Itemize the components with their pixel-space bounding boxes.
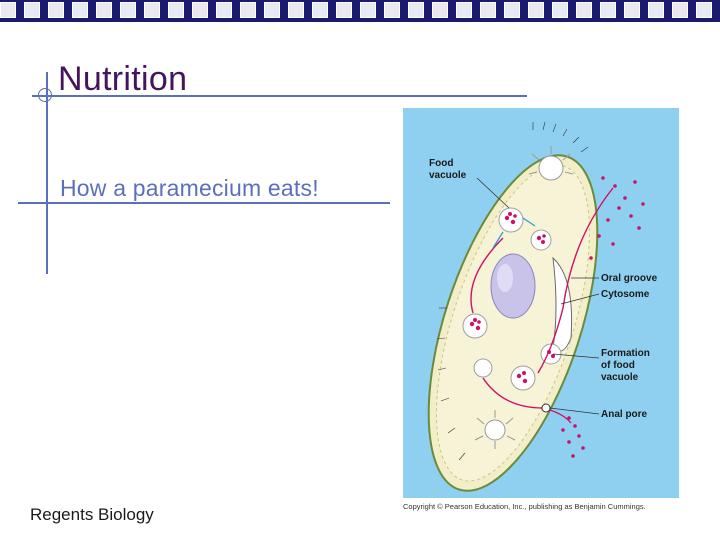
- paramecium-illustration: [427, 121, 645, 492]
- header-square-row: [0, 2, 720, 20]
- slide-footer: Regents Biology: [30, 505, 154, 524]
- label-formation-of-food-vacuole: Formation of food vacuole: [601, 348, 650, 383]
- slide-subtitle: How a paramecium eats!: [60, 175, 319, 201]
- paramecium-diagram: Food vacuole Oral groove Cytosome Format…: [403, 108, 679, 498]
- crosshair-icon: [38, 88, 52, 102]
- subtitle-underline: [18, 202, 390, 204]
- header-bar: [0, 0, 720, 22]
- title-underline: [32, 95, 527, 97]
- label-cytosome: Cytosome: [601, 289, 650, 300]
- label-food-vacuole: Food vacuole: [429, 158, 467, 181]
- decorative-vertical-line: [46, 72, 48, 274]
- label-anal-pore: Anal pore: [601, 409, 648, 420]
- slide-title: Nutrition: [58, 60, 188, 98]
- figure-copyright: Copyright © Pearson Education, Inc., pub…: [403, 502, 646, 511]
- label-oral-groove: Oral groove: [601, 273, 658, 284]
